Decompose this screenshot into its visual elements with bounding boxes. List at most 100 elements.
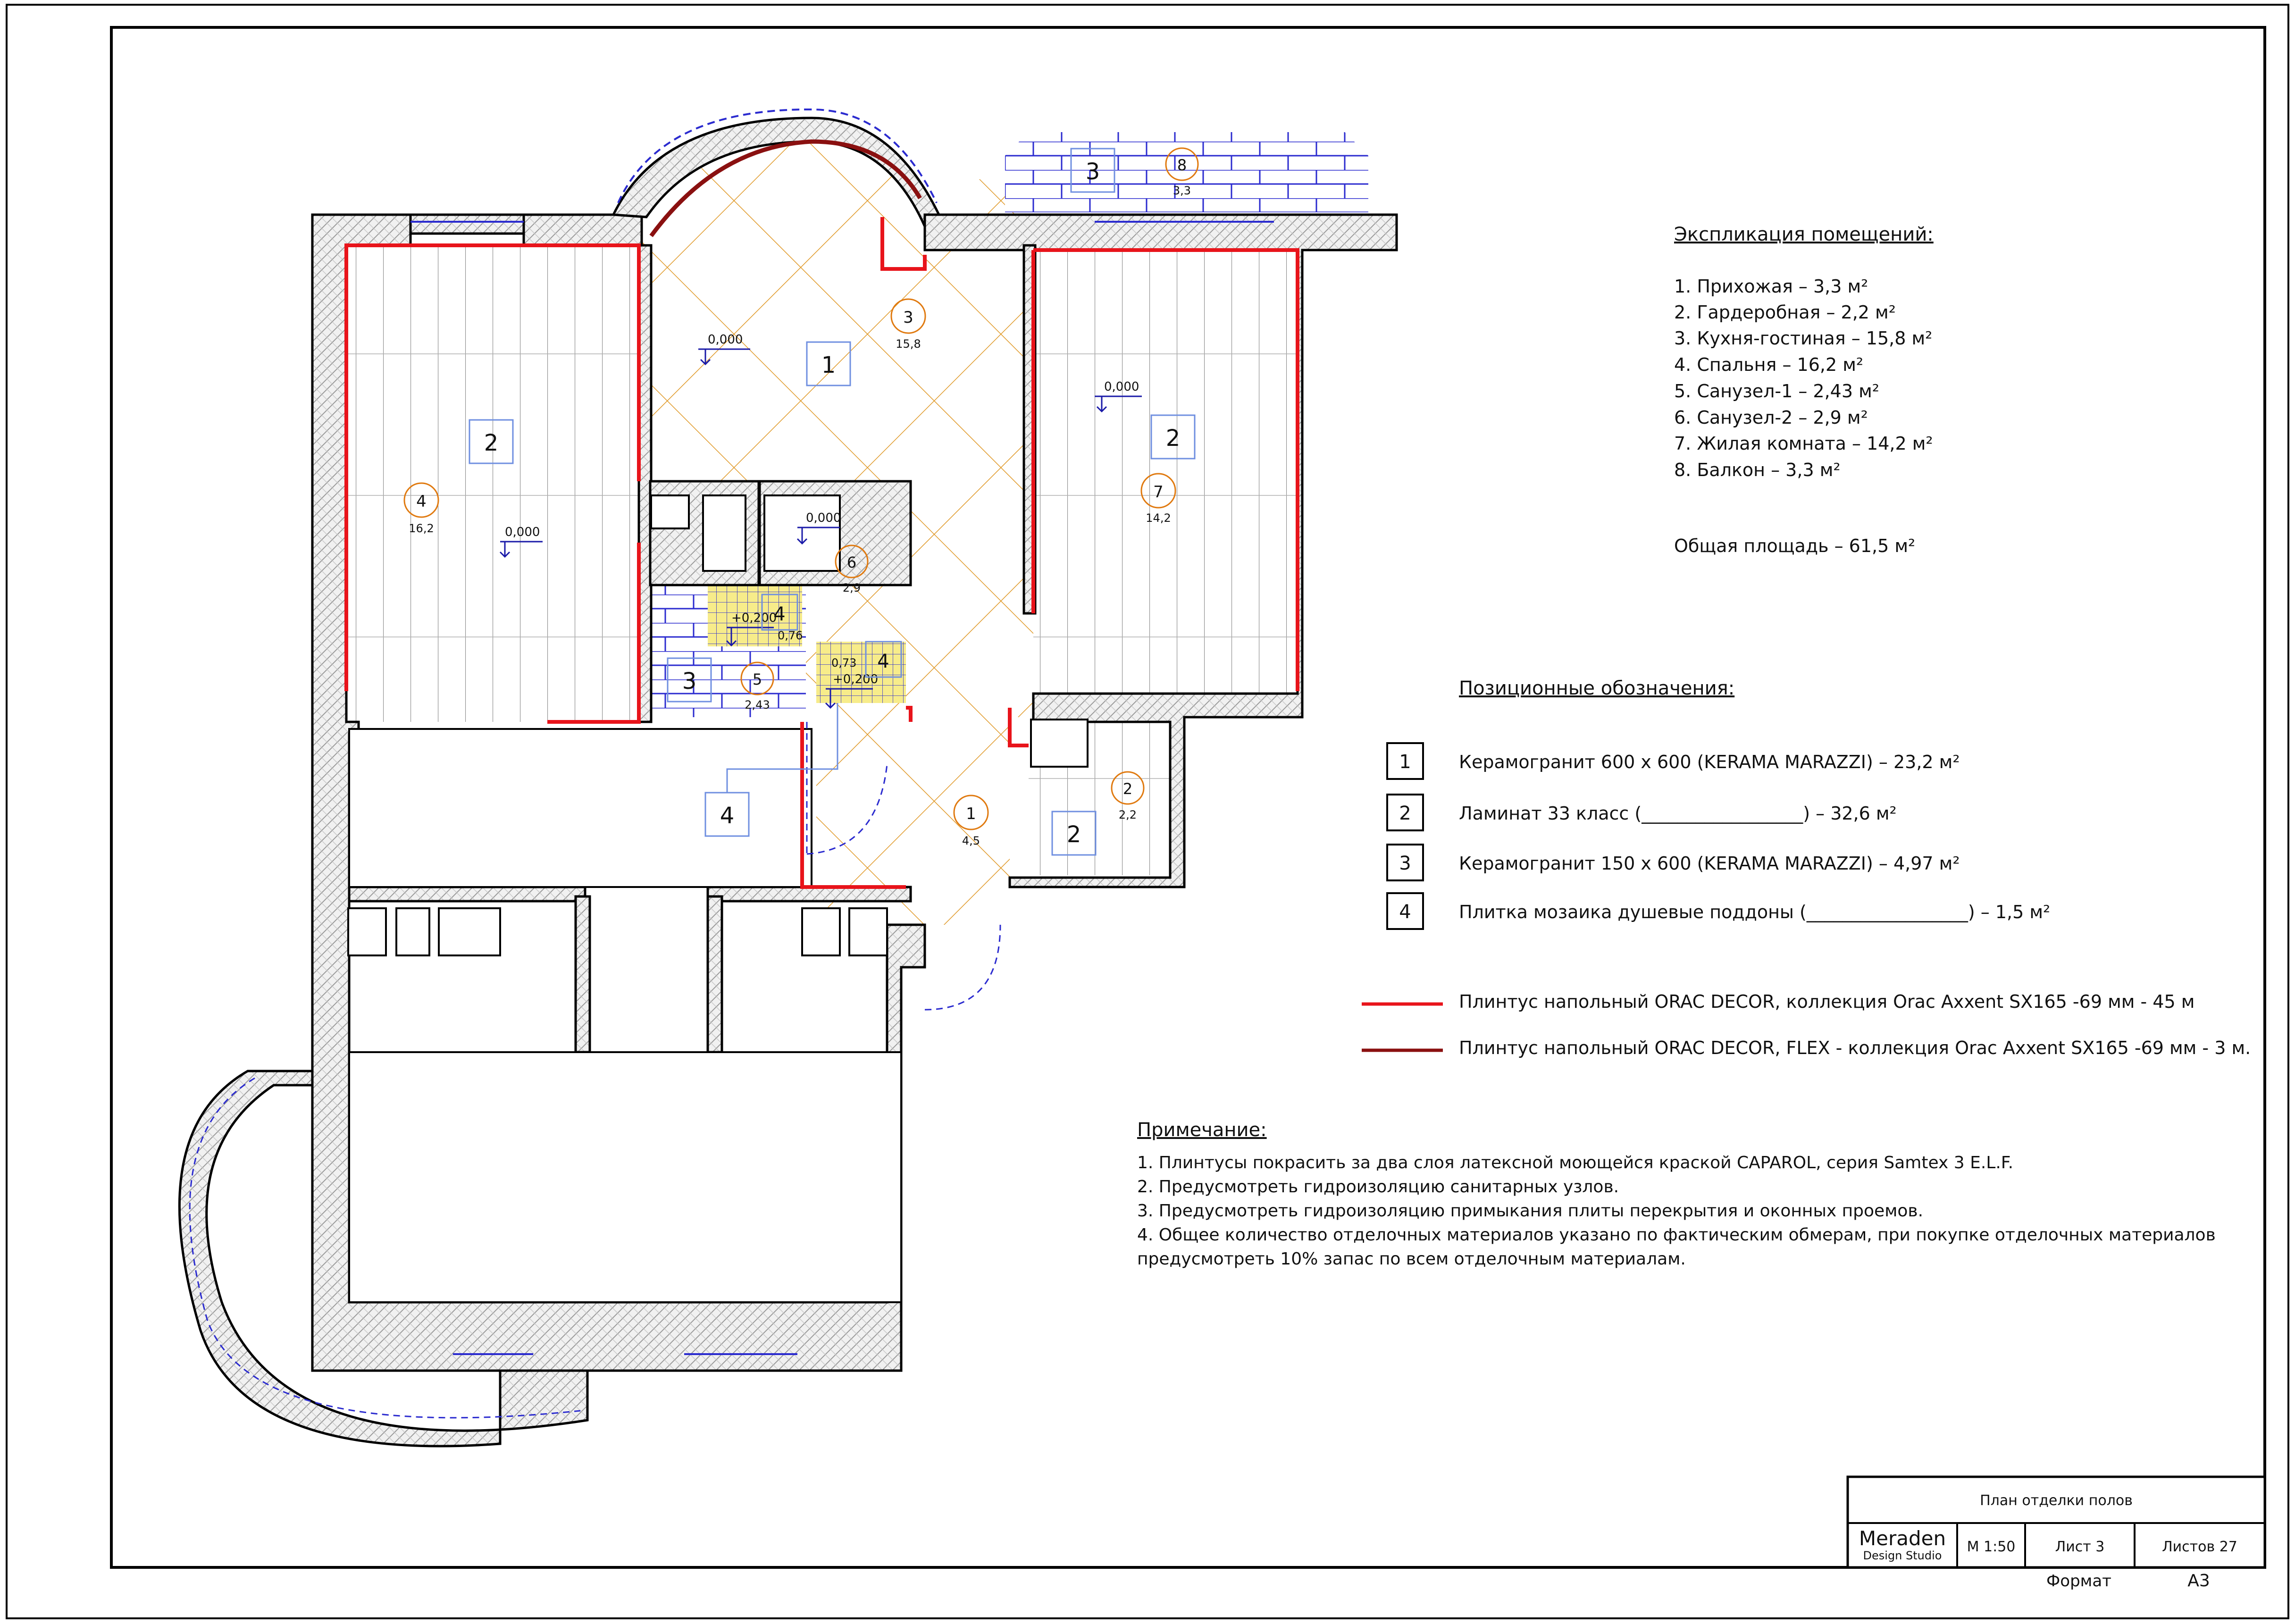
level-mark: 0,000	[1095, 380, 1142, 413]
stamp-title: План отделки полов	[1980, 1492, 2133, 1509]
level-label: +0,200	[731, 611, 777, 625]
position-item: 1 Керамогранит 600 х 600 (KERAMA MARAZZI…	[1386, 742, 1960, 780]
svg-text:16,2: 16,2	[409, 522, 434, 535]
room-mark: 315,8	[890, 298, 926, 351]
level-mark: 0,000	[796, 511, 841, 545]
material-tag: 2	[1051, 811, 1097, 856]
note-line: 2. Предусмотреть гидроизоляцию санитарны…	[1137, 1177, 1619, 1197]
position-legend: Позиционные обозначения: 1 Керамогранит …	[1386, 678, 2050, 930]
svg-text:3,3: 3,3	[1173, 184, 1191, 197]
level-mark: +0,200	[825, 672, 878, 709]
mosaic-area-label: 0,73	[831, 656, 856, 670]
position-item: 4 Плитка мозаика душевые поддоны (______…	[1386, 892, 2050, 930]
material-tags: 1 2 2 2 3 3 4 4 4	[469, 148, 1196, 856]
svg-text:2: 2	[1067, 821, 1081, 848]
svg-text:15,8: 15,8	[896, 337, 921, 351]
explication-row: 2. Гардеробная – 2,2 м²	[1674, 302, 1896, 323]
svg-text:3: 3	[1399, 853, 1411, 874]
svg-text:2,43: 2,43	[745, 698, 770, 712]
svg-text:2: 2	[1166, 425, 1181, 452]
level-label: 0,000	[1104, 380, 1139, 394]
skirting-flex-arch	[649, 139, 922, 237]
outer-frame	[6, 4, 2289, 1619]
room-mark: 416,2	[403, 482, 439, 535]
room-mark: 14,5	[953, 795, 989, 847]
format-label: Формат	[2046, 1572, 2111, 1591]
svg-text:2,2: 2,2	[1119, 808, 1137, 821]
level-mark: 0,000	[499, 525, 543, 558]
room-marks: 14,5 22,2 315,8 416,2 52,43 62,9 714,2 8…	[403, 147, 1199, 847]
svg-text:2: 2	[484, 430, 499, 456]
format-value: А3	[2187, 1571, 2210, 1591]
title-block: План отделки полов Meraden Design Studio…	[1846, 1475, 2266, 1591]
explication-total: Общая площадь – 61,5 м²	[1674, 536, 1915, 556]
stamp-sheet: Лист 3	[2055, 1539, 2105, 1555]
level-mark: +0,200	[726, 611, 777, 647]
svg-text:1: 1	[1399, 751, 1411, 773]
mosaic-area-label: 0,76	[778, 629, 803, 642]
note-line: предусмотреть 10% запас по всем отделочн…	[1137, 1249, 1686, 1269]
explication-row: 6. Санузел-2 – 2,9 м²	[1674, 407, 1868, 428]
svg-text:4: 4	[773, 603, 785, 625]
skirting-legend: Плинтус напольный ORAC DECOR, коллекция …	[1362, 991, 2251, 1058]
company-name: Meraden	[1859, 1527, 1946, 1550]
notes: Примечание: 1. Плинтусы покрасить за два…	[1137, 1119, 2216, 1269]
room-mark: 62,9	[835, 544, 869, 594]
level-label: 0,000	[806, 511, 841, 525]
svg-text:4: 4	[1399, 901, 1411, 923]
room-mark: 52,43	[740, 661, 774, 712]
svg-text:2: 2	[1123, 780, 1132, 798]
svg-text:1: 1	[966, 804, 976, 823]
svg-text:2,9: 2,9	[843, 581, 861, 594]
note-line: 1. Плинтусы покрасить за два слоя латекс…	[1137, 1153, 2013, 1172]
windows	[410, 108, 1274, 1355]
svg-text:4: 4	[720, 803, 735, 829]
position-item: 3 Керамогранит 150 х 600 (KERAMA MARAZZI…	[1386, 844, 1960, 881]
position-item: 2 Ламинат 33 класс (__________________) …	[1386, 794, 1897, 831]
company-subtitle: Design Studio	[1863, 1549, 1942, 1562]
explication-row: 7. Жилая комната – 14,2 м²	[1674, 433, 1933, 454]
svg-text:5: 5	[753, 670, 762, 688]
explication-row: 5. Санузел-1 – 2,43 м²	[1674, 381, 1879, 402]
inner-frame	[110, 26, 2266, 1569]
material-tag: 3	[1070, 148, 1115, 193]
svg-text:4,5: 4,5	[962, 834, 980, 847]
level-label: 0,000	[708, 333, 743, 347]
svg-text:7: 7	[1153, 483, 1164, 502]
svg-text:1: 1	[821, 352, 836, 378]
explication-title: Экспликация помещений:	[1674, 224, 1934, 245]
notes-title: Примечание:	[1137, 1119, 1267, 1141]
door-swings	[806, 722, 1001, 1011]
explication-row: 1. Прихожая – 3,3 м²	[1674, 276, 1868, 297]
skirting-label: Плинтус напольный ORAC DECOR, коллекция …	[1459, 991, 2194, 1012]
svg-text:2: 2	[1399, 803, 1411, 824]
svg-text:4: 4	[416, 492, 427, 511]
level-marks: 0,000 0,000 0,000 0,000 +0,200 +0,200	[499, 333, 1142, 709]
material-tag: 1	[806, 341, 851, 386]
level-label: +0,200	[833, 672, 878, 686]
svg-text:Керамогранит 150 х 600 (KERAMA: Керамогранит 150 х 600 (KERAMA MARAZZI) …	[1459, 853, 1960, 874]
positions-title: Позиционные обозначения:	[1459, 678, 1734, 699]
stamp-scale: М 1:50	[1967, 1539, 2016, 1555]
material-tag: 3	[667, 657, 712, 703]
room-mark: 83,3	[1165, 147, 1199, 197]
material-tag: 2	[1150, 414, 1196, 460]
svg-text:8: 8	[1177, 156, 1187, 174]
stamp-sheets: Листов 27	[2162, 1539, 2237, 1555]
note-line: 3. Предусмотреть гидроизоляцию примыкани…	[1137, 1201, 1923, 1221]
svg-text:Керамогранит 600 х 600 (KERAMA: Керамогранит 600 х 600 (KERAMA MARAZZI) …	[1459, 752, 1960, 772]
explication: Экспликация помещений: 1. Прихожая – 3,3…	[1674, 224, 1934, 556]
skirting-lines	[344, 217, 1299, 889]
level-mark: 0,000	[698, 333, 750, 366]
svg-text:3: 3	[682, 668, 697, 695]
explication-row: 4. Спальня – 16,2 м²	[1674, 354, 1863, 375]
svg-text:6: 6	[847, 553, 856, 571]
svg-text:4: 4	[877, 651, 889, 672]
svg-text:Ламинат 33 класс (____________: Ламинат 33 класс (__________________) – …	[1459, 803, 1897, 824]
svg-text:3: 3	[903, 308, 913, 327]
svg-text:3: 3	[1086, 159, 1100, 185]
room-mark: 22,2	[1111, 771, 1145, 821]
explication-row: 8. Балкон – 3,3 м²	[1674, 460, 1841, 480]
